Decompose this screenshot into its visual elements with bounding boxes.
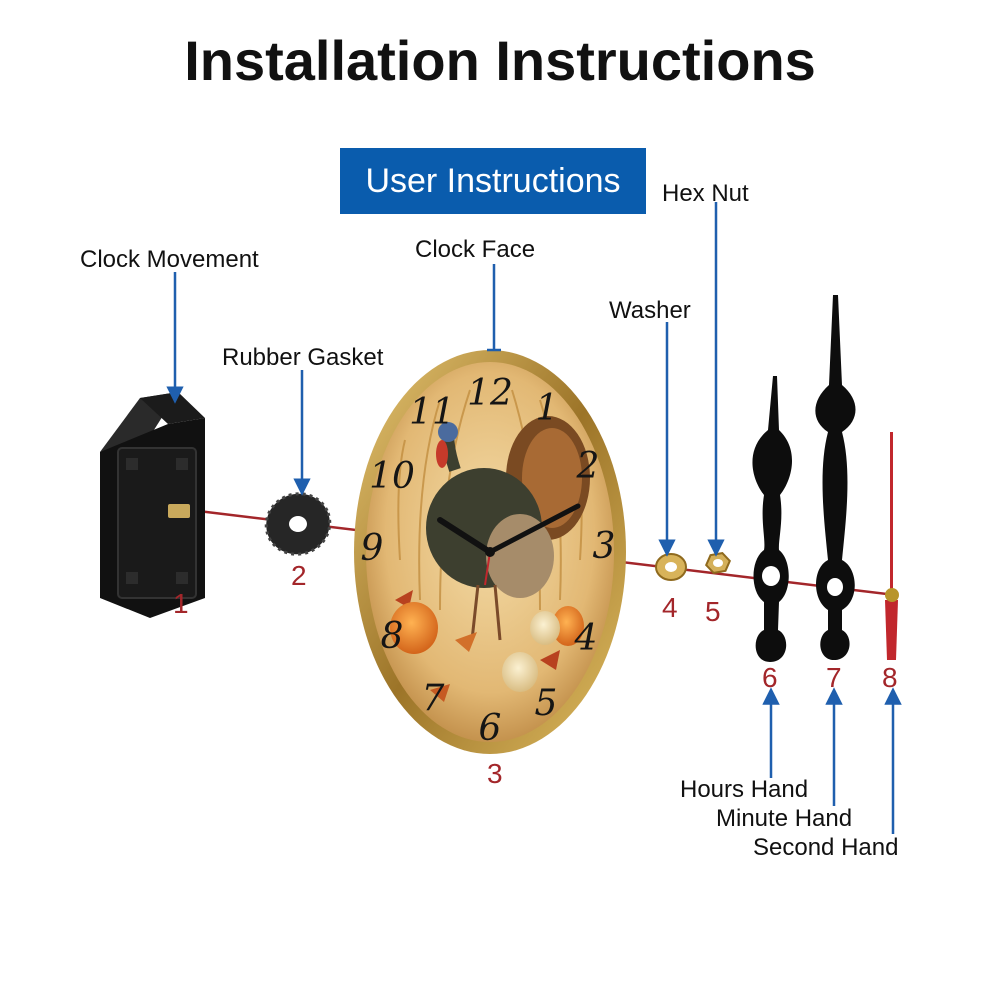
hex-nut-part — [704, 552, 732, 574]
minute-hand-part — [815, 295, 856, 660]
number-hex-nut: 5 — [705, 596, 721, 627]
number-minute-hand: 7 — [826, 662, 842, 693]
number-washer: 4 — [662, 592, 678, 623]
label-hex-nut: Hex Nut — [662, 180, 749, 207]
numeral-6: 6 — [479, 708, 502, 749]
label-clock-face: Clock Face — [415, 236, 536, 263]
label-minute-hand: Minute Hand — [716, 805, 853, 832]
numeral-3: 3 — [593, 526, 616, 567]
numeral-7: 7 — [422, 678, 445, 719]
numeral-11: 11 — [409, 392, 455, 433]
number-rubber-gasket: 2 — [291, 560, 307, 591]
second-hand-part — [885, 432, 899, 660]
number-clock-movement: 1 — [173, 588, 189, 619]
numeral-8: 8 — [381, 616, 404, 657]
numeral-9: 9 — [361, 528, 384, 569]
clock-face-part: 12 1 2 3 4 5 6 7 8 9 10 11 — [354, 350, 626, 754]
numeral-12: 12 — [467, 373, 513, 414]
label-rubber-gasket: Rubber Gasket — [222, 344, 384, 371]
number-second-hand: 8 — [882, 662, 898, 693]
label-hours-hand: Hours Hand — [680, 776, 809, 803]
numeral-4: 4 — [574, 618, 598, 659]
user-instructions-banner: User Instructions — [340, 148, 646, 214]
numeral-2: 2 — [576, 446, 600, 487]
number-clock-face: 3 — [487, 758, 503, 789]
numeral-10: 10 — [369, 456, 415, 497]
label-clock-movement: Clock Movement — [80, 246, 259, 273]
clock-movement-part — [100, 392, 205, 618]
numeral-1: 1 — [536, 388, 559, 429]
label-second-hand: Second Hand — [753, 834, 899, 861]
number-hours-hand: 6 — [762, 662, 778, 693]
label-washer: Washer — [609, 297, 691, 324]
numeral-5: 5 — [535, 683, 558, 724]
page-title: Installation Instructions — [184, 29, 816, 92]
rubber-gasket-part — [264, 492, 332, 556]
hours-hand-part — [752, 376, 793, 662]
washer-part — [655, 553, 687, 581]
